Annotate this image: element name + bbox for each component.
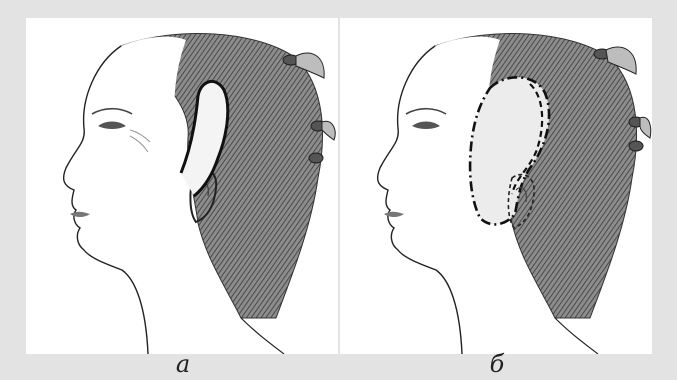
face-profile <box>64 46 148 354</box>
lips <box>70 212 90 217</box>
panel-b <box>340 18 652 354</box>
face-profile <box>378 46 462 354</box>
eye <box>98 122 126 130</box>
head-illustration-a <box>26 18 338 354</box>
head-illustration-b <box>340 18 652 354</box>
panel-a <box>26 18 338 354</box>
panel-b-label: б <box>477 350 517 378</box>
panel-a-label: а <box>163 350 203 378</box>
eye <box>412 122 440 130</box>
lips <box>384 212 404 217</box>
